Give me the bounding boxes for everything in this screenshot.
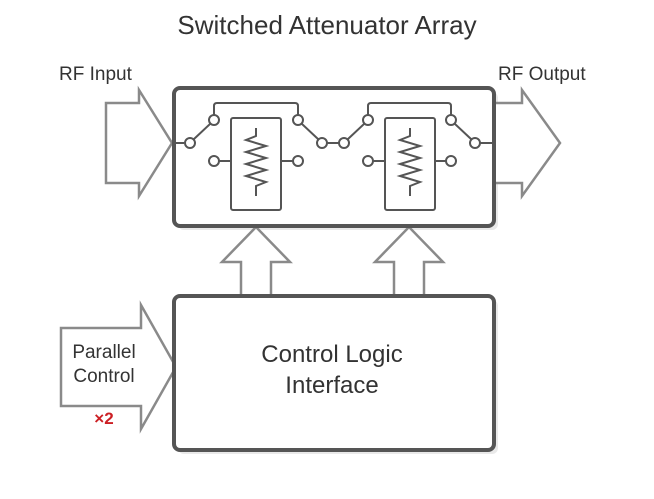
parallel-control-line1: Parallel — [72, 342, 135, 363]
rf-input-arrow — [104, 85, 174, 201]
mid-switch-blade-1 — [301, 123, 319, 140]
attenuator-stage-2 — [384, 117, 436, 211]
bypass-wire-1 — [213, 102, 299, 115]
stage2-in-node — [362, 155, 374, 167]
bypass-right-node-2 — [445, 114, 457, 126]
output-switch-node — [469, 137, 481, 149]
stage1-out-node — [292, 155, 304, 167]
stage2-out-node — [445, 155, 457, 167]
rf-input-label: RF Input — [59, 64, 133, 85]
multiplier-label: ×2 — [94, 409, 113, 428]
input-switch-blade — [193, 123, 211, 140]
attenuator-stage-1 — [230, 117, 282, 211]
control-logic-box — [172, 294, 496, 452]
rf-output-arrow — [490, 86, 562, 200]
stage1-in-node — [208, 155, 220, 167]
input-switch-node — [184, 137, 196, 149]
bypass-left-node-2 — [362, 114, 374, 126]
resistor-icon-1 — [242, 128, 270, 196]
mid-switch-blade-2 — [347, 123, 365, 140]
mid-node-left — [316, 137, 328, 149]
parallel-control-arrow — [59, 300, 178, 434]
control-up-arrow-right — [372, 225, 446, 302]
parallel-control-line2: Control — [73, 366, 134, 387]
diagram-title: Switched Attenuator Array — [177, 10, 476, 40]
mid-node-right — [338, 137, 350, 149]
bypass-right-node-1 — [292, 114, 304, 126]
output-switch-blade — [454, 123, 472, 140]
rf-output-label: RF Output — [498, 64, 586, 85]
control-logic-line1: Control Logic — [261, 341, 402, 368]
control-up-arrow-left — [219, 225, 293, 302]
bypass-left-node — [208, 114, 220, 126]
bypass-wire-2 — [367, 102, 452, 115]
resistor-icon-2 — [396, 128, 424, 196]
switch-network — [174, 102, 494, 211]
control-logic-line2: Interface — [285, 372, 378, 399]
attenuator-array-box — [172, 86, 496, 228]
